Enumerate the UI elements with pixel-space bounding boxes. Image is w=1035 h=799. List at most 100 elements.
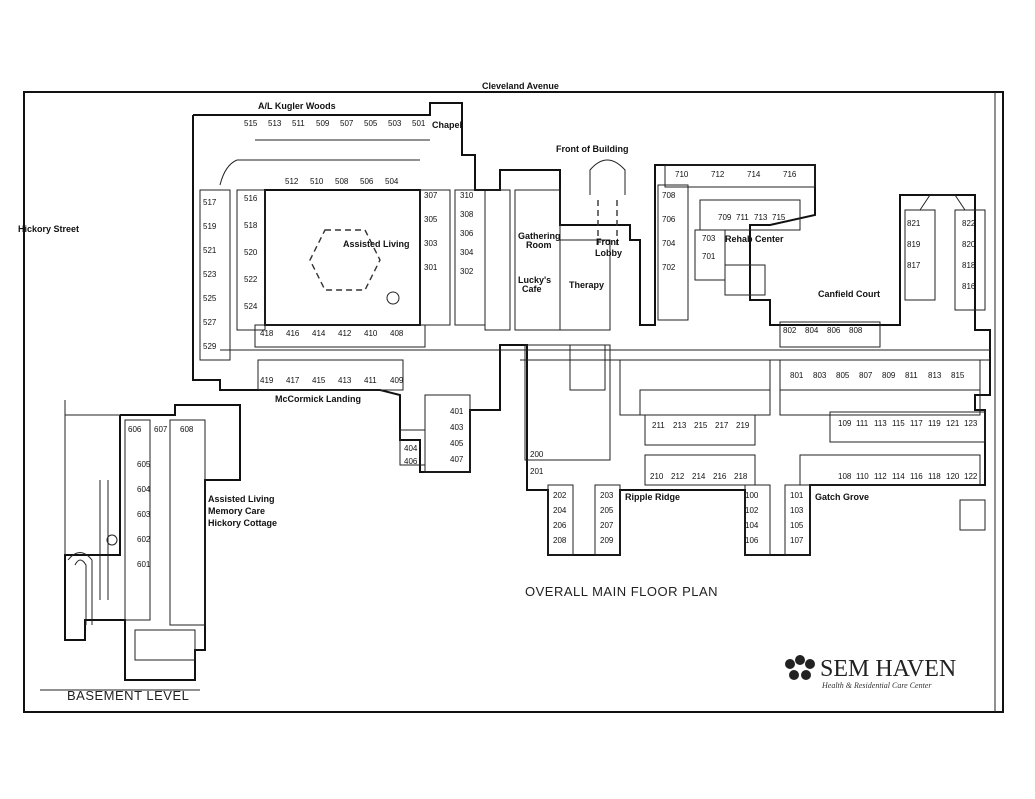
room-820: 820 (962, 240, 976, 249)
room-603: 603 (137, 510, 151, 519)
room-525: 525 (203, 294, 217, 303)
room-508: 508 (335, 177, 349, 186)
room-200: 200 (530, 450, 544, 459)
room-120: 120 (946, 472, 960, 481)
area-front-lobby-2: Lobby (595, 248, 622, 258)
room-716: 716 (783, 170, 797, 179)
logo-tagline: Health & Residential Care Center (821, 681, 932, 690)
room-101: 101 (790, 491, 804, 500)
building-walls (192, 102, 991, 556)
room-802: 802 (783, 326, 797, 335)
room-602: 602 (137, 535, 151, 544)
room-815: 815 (951, 371, 965, 380)
room-527: 527 (203, 318, 217, 327)
room-817: 817 (907, 261, 921, 270)
room-809: 809 (882, 371, 896, 380)
room-414: 414 (312, 329, 326, 338)
room-510: 510 (310, 177, 324, 186)
area-front-lobby: Front (596, 237, 619, 247)
room-813: 813 (928, 371, 942, 380)
room-217: 217 (715, 421, 729, 430)
room-205: 205 (600, 506, 614, 515)
room-301: 301 (424, 263, 438, 272)
room-111: 111 (856, 419, 869, 428)
room-604: 604 (137, 485, 151, 494)
room-505: 505 (364, 119, 378, 128)
room-406: 406 (404, 457, 418, 466)
room-110: 110 (856, 472, 869, 481)
room-517: 517 (203, 198, 217, 207)
room-501: 501 (412, 119, 426, 128)
plan-border (23, 91, 1004, 713)
room-108: 108 (838, 472, 852, 481)
room-405: 405 (450, 439, 464, 448)
room-515: 515 (244, 119, 258, 128)
room-408: 408 (390, 329, 404, 338)
room-713: 713 (754, 213, 768, 222)
basement-walls (40, 400, 241, 691)
area-luckys-cafe: Lucky's (518, 275, 551, 285)
room-803: 803 (813, 371, 827, 380)
room-519: 519 (203, 222, 217, 231)
room-509: 509 (316, 119, 330, 128)
area-ripple-ridge: Ripple Ridge (625, 492, 680, 502)
room-207: 207 (600, 521, 614, 530)
area-hickory-memory-care: Memory Care (208, 506, 265, 516)
area-mccormick-landing: McCormick Landing (275, 394, 361, 404)
area-assisted-living: Assisted Living (343, 239, 410, 249)
room-518: 518 (244, 221, 258, 230)
room-216: 216 (713, 472, 727, 481)
room-822: 822 (962, 219, 976, 228)
room-304: 304 (460, 248, 474, 257)
room-218: 218 (734, 472, 748, 481)
room-504: 504 (385, 177, 399, 186)
room-714: 714 (747, 170, 761, 179)
room-702: 702 (662, 263, 676, 272)
room-512: 512 (285, 177, 299, 186)
area-gathering-room-2: Room (526, 240, 552, 250)
room-709: 709 (718, 213, 732, 222)
room-219: 219 (736, 421, 750, 430)
room-102: 102 (745, 506, 759, 515)
room-105: 105 (790, 521, 804, 530)
room-117: 117 (910, 419, 923, 428)
room-805: 805 (836, 371, 850, 380)
room-516: 516 (244, 194, 258, 203)
room-416: 416 (286, 329, 300, 338)
room-804: 804 (805, 326, 819, 335)
room-818: 818 (962, 261, 976, 270)
room-606: 606 (128, 425, 142, 434)
room-114: 114 (892, 472, 905, 481)
room-404: 404 (404, 444, 418, 453)
room-109: 109 (838, 419, 852, 428)
room-215: 215 (694, 421, 708, 430)
room-524: 524 (244, 302, 258, 311)
room-115: 115 (892, 419, 905, 428)
room-601: 601 (137, 560, 151, 569)
room-608: 608 (180, 425, 194, 434)
room-712: 712 (711, 170, 725, 179)
room-703: 703 (702, 234, 716, 243)
room-529: 529 (203, 342, 217, 351)
area-rehab-center: Rehab Center (725, 234, 784, 244)
room-411: 411 (364, 376, 377, 385)
logo-name: SEM HAVEN (820, 656, 956, 682)
room-701: 701 (702, 252, 716, 261)
room-418: 418 (260, 329, 274, 338)
room-523: 523 (203, 270, 217, 279)
room-303: 303 (424, 239, 438, 248)
room-112: 112 (874, 472, 887, 481)
area-hickory-assisted-living: Assisted Living (208, 494, 275, 504)
room-201: 201 (530, 467, 544, 476)
room-104: 104 (745, 521, 759, 530)
area-hickory-cottage: Hickory Cottage (208, 518, 277, 528)
room-113: 113 (874, 419, 887, 428)
room-103: 103 (790, 506, 804, 515)
room-410: 410 (364, 329, 378, 338)
room-206: 206 (553, 521, 567, 530)
basement-level-title: BASEMENT LEVEL (67, 688, 189, 703)
room-208: 208 (553, 536, 567, 545)
room-507: 507 (340, 119, 354, 128)
room-210: 210 (650, 472, 664, 481)
